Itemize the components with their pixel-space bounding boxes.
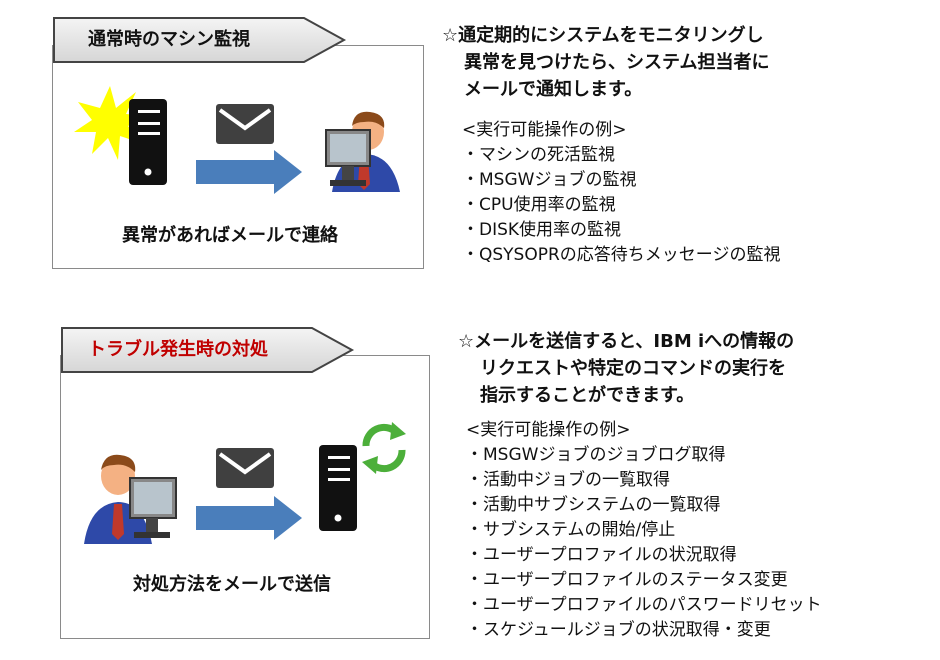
- list-item: ・DISK使用率の監視: [462, 220, 622, 240]
- heading-line: メールで通知します。: [464, 79, 643, 100]
- ops-title: <実行可能操作の例>: [466, 420, 631, 440]
- troubleshoot-ops-list: <実行可能操作の例> ・MSGWジョブのジョブログ取得 ・活動中ジョブの一覧取得…: [466, 418, 822, 643]
- server-icon: [128, 98, 170, 192]
- heading-line: リクエストや特定のコマンドの実行を: [480, 358, 786, 379]
- list-item: ・スケジュールジョブの状況取得・変更: [466, 620, 771, 640]
- list-item: ・活動中サブシステムの一覧取得: [466, 495, 721, 515]
- ops-title: <実行可能操作の例>: [462, 120, 627, 140]
- list-item: ・CPU使用率の監視: [462, 195, 616, 215]
- list-item: ・サブシステムの開始/停止: [466, 520, 676, 540]
- list-item: ・マシンの死活監視: [462, 145, 615, 165]
- troubleshoot-tag-label: トラブル発生時の対処: [88, 339, 268, 360]
- heading-line: 指示することができます。: [480, 385, 695, 406]
- monitoring-tag: 通常時のマシン監視: [52, 16, 352, 64]
- tag-banner-shape: [53, 17, 347, 63]
- list-item: ・ユーザープロファイルの状況取得: [466, 545, 737, 565]
- operator-icon: [80, 448, 184, 552]
- send-arrow-icon: [196, 148, 304, 200]
- list-item: ・MSGWジョブの監視: [462, 170, 637, 190]
- monitoring-heading: ☆通定期的にシステムをモニタリングし 異常を見つけたら、システム担当者に メール…: [442, 22, 769, 103]
- refresh-icon: [356, 420, 412, 480]
- heading-line: ☆通定期的にシステムをモニタリングし: [442, 25, 764, 46]
- server-icon: [318, 444, 360, 538]
- troubleshoot-tag: トラブル発生時の対処: [60, 326, 360, 374]
- monitoring-caption: 異常があればメールで連絡: [122, 225, 338, 246]
- list-item: ・ユーザープロファイルのステータス変更: [466, 570, 788, 590]
- heading-line: ☆メールを送信すると、IBM iへの情報の: [458, 331, 795, 352]
- operator-icon: [320, 104, 412, 198]
- troubleshoot-heading: ☆メールを送信すると、IBM iへの情報の リクエストや特定のコマンドの実行を …: [458, 328, 794, 409]
- list-item: ・MSGWジョブのジョブログ取得: [466, 445, 726, 465]
- send-arrow-icon: [196, 494, 304, 546]
- heading-line: 異常を見つけたら、システム担当者に: [464, 52, 770, 73]
- troubleshoot-caption: 対処方法をメールで送信: [133, 574, 331, 595]
- tag-banner-shape: [61, 327, 355, 373]
- monitoring-ops-list: <実行可能操作の例> ・マシンの死活監視 ・MSGWジョブの監視 ・CPU使用率…: [462, 118, 780, 268]
- envelope-icon: [216, 104, 274, 148]
- envelope-icon: [216, 448, 274, 492]
- list-item: ・活動中ジョブの一覧取得: [466, 470, 670, 490]
- list-item: ・ユーザープロファイルのパスワードリセット: [466, 595, 822, 615]
- list-item: ・QSYSOPRの応答待ちメッセージの監視: [462, 245, 781, 265]
- monitoring-tag-label: 通常時のマシン監視: [88, 29, 250, 50]
- troubleshoot-panel: [60, 355, 430, 639]
